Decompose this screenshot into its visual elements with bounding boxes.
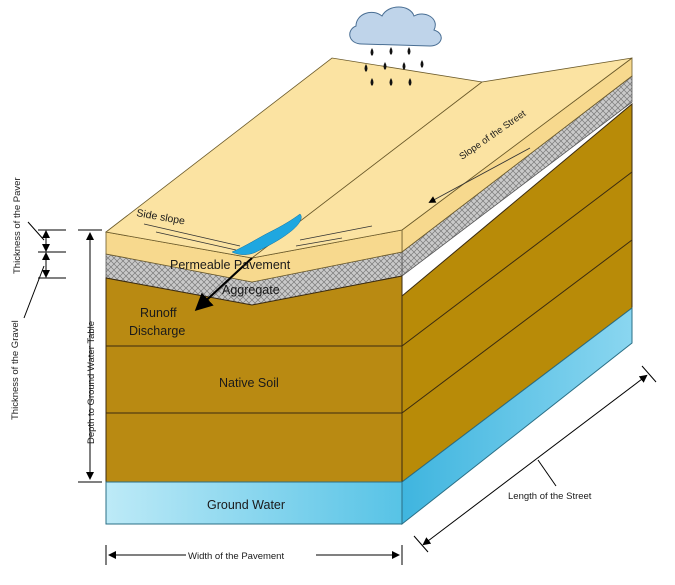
- side-slope-lines: [143, 223, 373, 251]
- thickness-paver-label: Thickness of the Paver: [12, 177, 23, 274]
- native-soil-label: Native Soil: [219, 376, 279, 390]
- raindrops-icon: [364, 47, 424, 86]
- permeable-pavement-label: Permeable Pavement: [170, 258, 291, 272]
- slope-of-street-arrow: [428, 147, 531, 203]
- runoff-water-puddle: [231, 213, 302, 255]
- dimension-lines-left: [23, 221, 102, 483]
- runoff-label-line2: Discharge: [129, 324, 185, 338]
- depth-groundwater-label: Depth to Ground Water Table: [86, 321, 97, 444]
- pavement-top: [105, 57, 633, 259]
- runoff-discharge-arrow: [194, 257, 253, 311]
- aggregate-label: Aggregate: [222, 283, 280, 297]
- soil-front-middle: [105, 345, 403, 414]
- rain-cloud-icon: [349, 6, 442, 47]
- soil-front-upper: [105, 275, 403, 347]
- side-layer-line-1: [401, 171, 633, 347]
- runoff-label-line1: Runoff: [140, 306, 177, 320]
- width-pavement-label: Width of the Pavement: [188, 551, 284, 562]
- groundwater-front: [105, 481, 403, 525]
- length-street-label: Length of the Street: [508, 491, 592, 502]
- dimension-length: [413, 365, 657, 553]
- front-face: [105, 275, 403, 525]
- thickness-gravel-label: Thickness of the Gravel: [10, 320, 21, 420]
- ground-water-label: Ground Water: [207, 498, 285, 512]
- soil-front-lower: [105, 412, 403, 483]
- pavement-top-right: [251, 57, 633, 259]
- dimension-width: [105, 545, 403, 565]
